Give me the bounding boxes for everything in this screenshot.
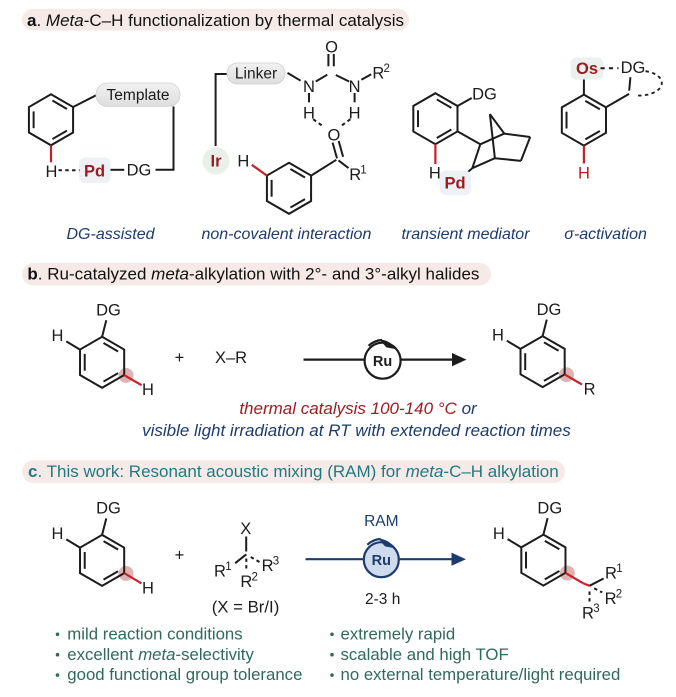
svg-text:σ-activation: σ-activation bbox=[564, 226, 647, 243]
svg-text:X: X bbox=[240, 520, 251, 538]
svg-text:DG: DG bbox=[127, 161, 152, 179]
svg-text:Pd: Pd bbox=[84, 162, 105, 180]
svg-text:H: H bbox=[52, 525, 64, 543]
svg-text:3: 3 bbox=[273, 556, 279, 568]
svg-text:DG-assisted: DG-assisted bbox=[66, 226, 155, 243]
svg-text:O: O bbox=[325, 38, 338, 56]
svg-text:R: R bbox=[214, 562, 226, 580]
svg-text:H: H bbox=[303, 104, 315, 122]
svg-text:Pd: Pd bbox=[444, 175, 465, 193]
svg-text:Os: Os bbox=[576, 60, 598, 78]
svg-text:a. Meta-C–H functionalization: a. Meta-C–H functionalization by thermal… bbox=[27, 11, 404, 30]
svg-text:H: H bbox=[52, 327, 64, 345]
svg-text:1: 1 bbox=[225, 561, 231, 573]
svg-text:mild reaction conditions: mild reaction conditions bbox=[67, 624, 242, 643]
svg-text:+: + bbox=[175, 349, 185, 367]
svg-text:DG: DG bbox=[96, 302, 121, 320]
svg-text:2: 2 bbox=[251, 572, 257, 584]
svg-text:H: H bbox=[493, 525, 505, 543]
svg-text:R: R bbox=[605, 564, 617, 582]
svg-text:3: 3 bbox=[593, 603, 599, 615]
svg-text:+: + bbox=[175, 546, 185, 564]
svg-text:H: H bbox=[578, 164, 590, 182]
svg-text:N: N bbox=[349, 78, 361, 96]
svg-text:excellent meta-selectivity: excellent meta-selectivity bbox=[67, 645, 254, 664]
svg-text:Ru: Ru bbox=[372, 553, 391, 569]
svg-text:R: R bbox=[349, 166, 361, 184]
svg-text:DG: DG bbox=[537, 301, 562, 319]
svg-text:transient mediator: transient mediator bbox=[401, 226, 530, 243]
svg-text:N: N bbox=[303, 78, 315, 96]
svg-text:visible light irradiation at R: visible light irradiation at RT with ext… bbox=[142, 421, 571, 440]
svg-text:b. Ru-catalyzed meta-alkylatio: b. Ru-catalyzed meta-alkylation with 2°-… bbox=[27, 265, 479, 284]
svg-text:Ru: Ru bbox=[373, 354, 392, 370]
svg-text:2-3 h: 2-3 h bbox=[365, 591, 400, 608]
svg-text:non-covalent interaction: non-covalent interaction bbox=[201, 226, 371, 243]
svg-text:R: R bbox=[584, 381, 596, 399]
svg-text:DG: DG bbox=[472, 85, 497, 103]
svg-text:no external temperature/light: no external temperature/light required bbox=[341, 665, 621, 684]
svg-text:R: R bbox=[372, 64, 384, 82]
svg-text:R: R bbox=[605, 590, 617, 608]
svg-text:H: H bbox=[237, 153, 249, 171]
svg-text:DG: DG bbox=[621, 59, 646, 77]
svg-text:c. This work: Resonant acousti: c. This work: Resonant acoustic mixing (… bbox=[28, 462, 559, 481]
svg-text:scalable and high TOF: scalable and high TOF bbox=[341, 645, 509, 664]
svg-text:extremely rapid: extremely rapid bbox=[341, 624, 456, 643]
svg-text:H: H bbox=[429, 164, 441, 182]
svg-text:DG: DG bbox=[96, 500, 121, 518]
svg-text:(X = Br/I): (X = Br/I) bbox=[212, 598, 280, 617]
svg-text:X–R: X–R bbox=[215, 349, 247, 367]
svg-text:thermal catalysis 100-140 °C o: thermal catalysis 100-140 °C or bbox=[239, 399, 478, 418]
svg-text:RAM: RAM bbox=[364, 513, 398, 530]
svg-text:O: O bbox=[327, 126, 340, 144]
svg-text:H: H bbox=[349, 104, 361, 122]
svg-text:1: 1 bbox=[616, 563, 622, 575]
svg-text:H: H bbox=[142, 579, 154, 597]
svg-text:2: 2 bbox=[616, 589, 622, 601]
svg-text:Ir: Ir bbox=[210, 153, 222, 171]
svg-text:1: 1 bbox=[360, 164, 366, 176]
svg-text:DG: DG bbox=[537, 499, 562, 517]
svg-text:good functional group toleranc: good functional group tolerance bbox=[67, 665, 302, 684]
svg-text:R: R bbox=[240, 573, 252, 591]
svg-text:H: H bbox=[46, 163, 58, 181]
svg-text:Linker: Linker bbox=[235, 66, 277, 83]
svg-text:H: H bbox=[492, 326, 504, 344]
svg-text:2: 2 bbox=[383, 63, 389, 75]
svg-text:R: R bbox=[262, 557, 274, 575]
svg-text:Template: Template bbox=[107, 87, 170, 104]
svg-text:R: R bbox=[582, 604, 594, 622]
svg-text:H: H bbox=[142, 381, 154, 399]
